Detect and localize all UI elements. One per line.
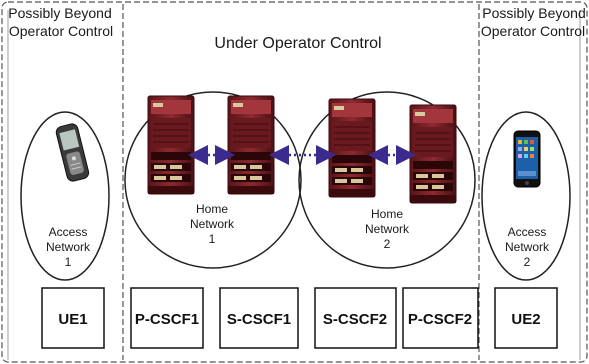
home-network-1-label-line2: Network — [190, 217, 235, 231]
home-network-2-label-line2: Network — [365, 222, 410, 236]
center-zone-label: Under Operator Control — [214, 35, 381, 52]
access-network-1-ellipse — [20, 111, 110, 281]
server-icon-p-cscf2 — [409, 104, 457, 204]
component-label-p-cscf2: P-CSCF2 — [408, 311, 472, 328]
smartphone-icon — [513, 130, 541, 188]
access-network-2-label-line2: Network — [505, 240, 550, 254]
server-icon-s-cscf1 — [227, 95, 275, 195]
home-network-1-ellipse — [124, 91, 302, 269]
left-zone-label-line2: Operator Control — [9, 23, 113, 39]
component-label-ue1: UE1 — [58, 311, 87, 328]
access-network-2-ellipse — [481, 111, 571, 281]
mobile-phone-icon — [55, 123, 90, 182]
access-network-1-label-line1: Access — [49, 225, 88, 239]
access-network-1-label-line3: 1 — [65, 255, 72, 269]
home-network-1-label-line3: 1 — [209, 232, 216, 246]
access-network-2-label-line3: 2 — [524, 255, 531, 269]
server-icon-s-cscf2 — [328, 98, 376, 198]
component-label-s-cscf1: S-CSCF1 — [227, 311, 291, 328]
right-zone-label-line1: Possibly Beyond — [482, 5, 586, 21]
home-network-1-label-line1: Home — [196, 202, 228, 216]
home-network-2-label-line3: 2 — [384, 237, 391, 251]
access-network-1-label-line2: Network — [46, 240, 91, 254]
component-label-ue2: UE2 — [511, 311, 540, 328]
component-boxes — [41, 287, 558, 349]
home-network-2-label-line1: Home — [371, 207, 403, 221]
home-network-2-ellipse — [298, 91, 476, 269]
component-label-p-cscf1: P-CSCF1 — [135, 311, 199, 328]
left-zone-label-line1: Possibly Beyond — [8, 5, 112, 21]
access-network-2-label-line1: Access — [508, 225, 547, 239]
server-icon-p-cscf1 — [147, 95, 195, 195]
component-label-s-cscf2: S-CSCF2 — [323, 311, 387, 328]
right-zone-label-line2: Operator Control — [481, 23, 585, 39]
